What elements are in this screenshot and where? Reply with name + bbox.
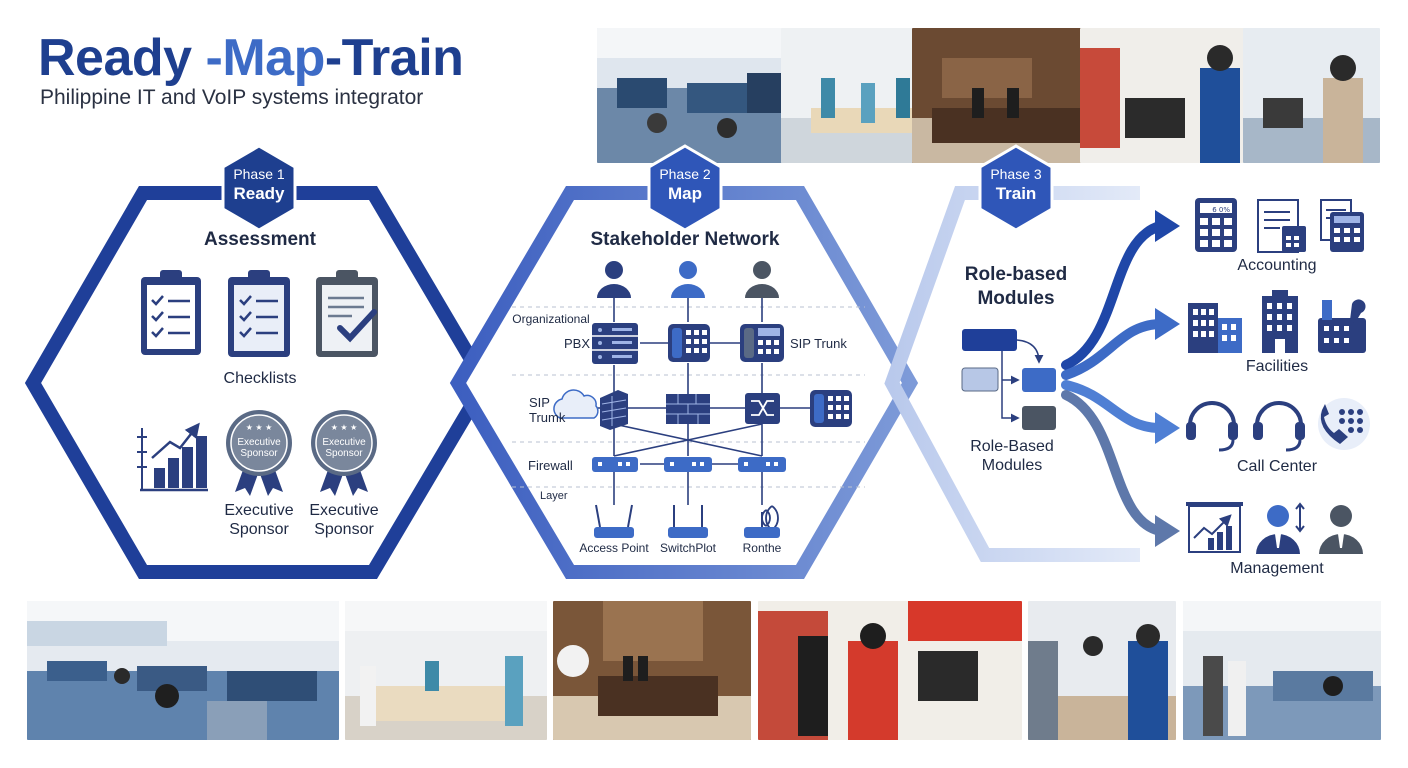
page-subtitle: Philippine IT and VoIP systems integrato… (40, 86, 424, 109)
ledger-calculator-icon (1320, 199, 1364, 252)
manager-icon (1256, 502, 1305, 554)
page-title: Ready -Map-Train (38, 29, 464, 87)
phase-1-name: Ready (233, 184, 285, 203)
svg-text:★ ★ ★: ★ ★ ★ (331, 423, 358, 432)
sponsor-label-2-line2: Sponsor (314, 521, 374, 538)
layer-label-pbx: PBX (563, 336, 590, 351)
clipboard-icon (228, 270, 290, 357)
calculator-icon: 6 0% (1195, 198, 1237, 252)
phase-2-label: Phase 2 (659, 166, 711, 182)
checklists-label: Checklists (223, 370, 297, 387)
headset-icon (1186, 401, 1238, 452)
network-links (570, 298, 810, 505)
department-call-center: Call Center (1236, 458, 1318, 475)
sponsor-label-1-line2: Sponsor (229, 521, 289, 538)
phase-3-label: Phase 3 (990, 166, 1042, 182)
layer-label-organizational: Organizational (512, 312, 590, 326)
firewall-icon (666, 394, 710, 424)
svg-text:Sponsor: Sponsor (325, 448, 363, 459)
layer-label-trumk: Trumk (529, 410, 566, 425)
department-management: Management (1230, 560, 1324, 577)
assessment-heading: Assessment (204, 229, 316, 250)
firewall-icon (600, 390, 628, 430)
department-arrows (1061, 210, 1180, 547)
photo-call-center-top (597, 28, 815, 163)
hexagon-map (449, 186, 919, 579)
clipboard-check-icon (316, 270, 378, 357)
office-building-icon (1188, 303, 1242, 353)
department-facilities: Facilities (1245, 358, 1309, 375)
module-flow-diagram (961, 329, 1056, 430)
device-label-access-point: Access Point (579, 541, 649, 555)
device-label-ronthe: Ronthe (742, 541, 782, 555)
svg-text:Sponsor: Sponsor (240, 448, 278, 459)
bar-chart-icon (137, 422, 208, 492)
department-accounting: Accounting (1237, 257, 1317, 274)
invoice-calculator-icon (1257, 199, 1306, 253)
svg-text:6 0%: 6 0% (1212, 206, 1230, 214)
layer-label-sip: SIP (529, 395, 550, 410)
photo-retail-bottom (758, 601, 1022, 740)
access-point-icon (594, 504, 634, 538)
sponsor-label-1-line1: Executive (224, 502, 294, 519)
role-based-sub-line1: Role-Based (970, 438, 1054, 455)
sponsor-label-2-line1: Executive (309, 502, 379, 519)
layer-label-layer: Layer (540, 490, 568, 502)
role-based-heading-line1: Role-based (964, 264, 1068, 285)
desk-phone-icon (810, 390, 852, 427)
role-based-heading-line2: Modules (977, 288, 1055, 309)
desk-phone-icon (668, 324, 710, 362)
sip-phone-icon (740, 324, 784, 362)
user-icon (671, 261, 705, 298)
cloud-icon (553, 389, 599, 419)
phase-badge-ready (221, 144, 297, 232)
maintenance-tools-icon (1318, 299, 1366, 353)
phase-2-name: Map (668, 184, 702, 203)
photo-retail-top (1080, 28, 1258, 163)
layer-label-firewall: Firewall (528, 458, 573, 473)
phase-1-label: Phase 1 (233, 166, 285, 182)
headset-icon (1253, 401, 1305, 452)
hexagon-train (884, 186, 1140, 562)
executive-icon (1319, 505, 1363, 554)
photo-office-bottom (1183, 601, 1381, 740)
photo-clinic-bottom (345, 601, 547, 740)
photo-lobby-top (912, 28, 1112, 163)
stakeholder-network-heading: Stakeholder Network (590, 229, 780, 250)
switch-plot-icon (668, 505, 708, 538)
layer-label-sip-trunk: SIP Trunk (790, 336, 847, 351)
device-label-switchplot: SwitchPlot (659, 541, 717, 555)
executive-sponsor-badge-icon: ★ ★ ★ Executive Sponsor (226, 410, 292, 496)
photo-office-top (1243, 28, 1380, 163)
switch-icon (745, 393, 780, 424)
network-switch-icon (738, 457, 786, 472)
svg-text:★ ★ ★: ★ ★ ★ (246, 423, 273, 432)
clipboard-icon (141, 270, 201, 355)
executive-sponsor-badge-icon: ★ ★ ★ Executive Sponsor (311, 410, 377, 496)
network-switch-icon (664, 457, 712, 472)
photo-service-desk-bottom (1028, 601, 1176, 740)
wireless-router-icon (744, 505, 780, 538)
presentation-chart-icon (1186, 502, 1243, 553)
phone-keypad-icon (1318, 398, 1370, 450)
user-icon (597, 261, 631, 298)
phase-badge-train (978, 144, 1054, 232)
photo-call-center-bottom (27, 601, 339, 740)
pbx-server-icon (592, 323, 638, 364)
user-icon (745, 261, 779, 298)
phase-3-name: Train (995, 184, 1037, 203)
svg-text:Executive: Executive (322, 437, 366, 448)
role-based-sub-line2: Modules (981, 457, 1043, 474)
network-switch-icon (592, 457, 638, 472)
svg-text:Executive: Executive (237, 437, 281, 448)
tower-building-icon (1262, 290, 1298, 353)
phase-badge-map (647, 144, 723, 232)
photo-lobby-bottom (553, 601, 751, 740)
